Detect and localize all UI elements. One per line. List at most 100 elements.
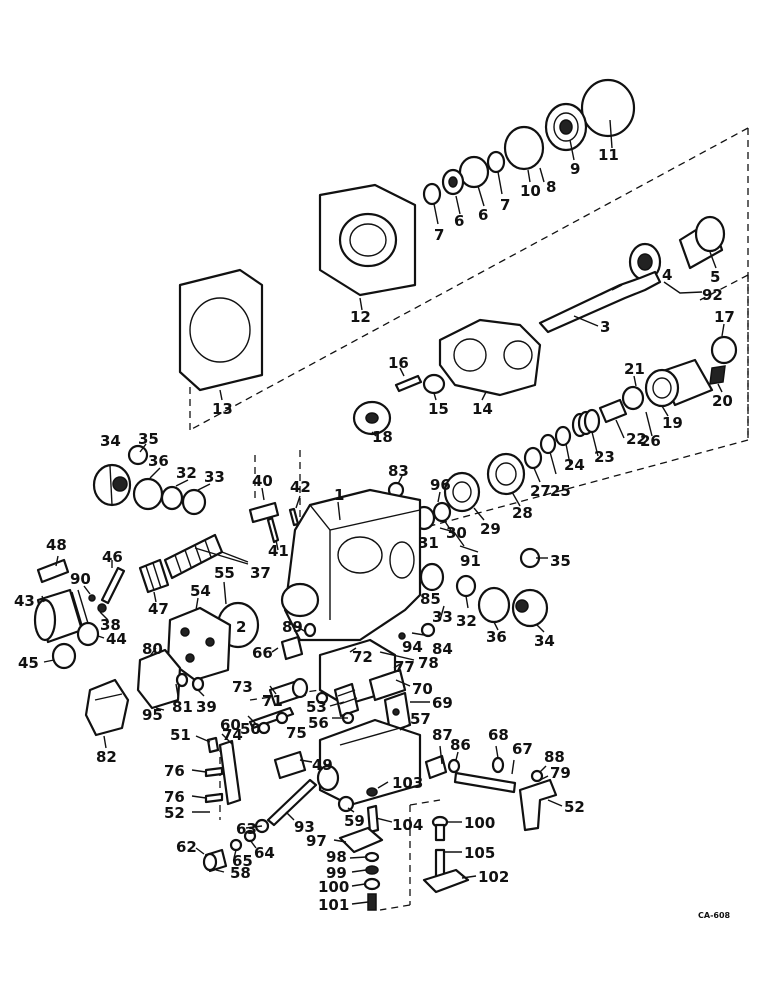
ball-90 — [88, 594, 96, 602]
callout-88: 88 — [544, 748, 565, 766]
callout-12: 12 — [350, 308, 371, 326]
ring-35-left — [127, 444, 149, 466]
callout-32-left: 32 — [176, 464, 197, 482]
valve-housing-57 — [316, 718, 422, 807]
spring-23 — [571, 408, 601, 438]
washer-15 — [422, 373, 446, 395]
bearing-9 — [544, 102, 588, 152]
callout-2: 2 — [236, 618, 246, 636]
seal-87 — [424, 754, 448, 780]
main-housing-1 — [280, 488, 422, 642]
screw-101 — [367, 893, 377, 911]
callout-65: 65 — [232, 852, 253, 870]
ring-27 — [523, 446, 543, 470]
callout-78: 78 — [418, 654, 439, 672]
callout-6a: 6 — [478, 206, 488, 224]
ring-21 — [621, 385, 645, 411]
callout-72: 72 — [352, 648, 373, 666]
callout-54: 54 — [190, 582, 211, 600]
callout-28: 28 — [512, 504, 533, 522]
bearing-32-right — [455, 574, 477, 598]
nut-65 — [229, 838, 243, 852]
cover-34-left — [92, 463, 132, 507]
callout-58: 58 — [230, 864, 251, 882]
bracket-40 — [248, 501, 280, 524]
callout-69: 69 — [432, 694, 453, 712]
callout-83: 83 — [388, 462, 409, 480]
block-66 — [280, 635, 304, 661]
ring-45 — [51, 642, 77, 670]
callout-45: 45 — [18, 654, 39, 672]
callout-34-left: 34 — [100, 432, 121, 450]
bracket-102 — [422, 868, 470, 894]
callout-94: 94 — [402, 638, 423, 656]
callout-labels: 11 9 8 10 7 6 6 7 5 4 92 3 12 13 14 15 1… — [14, 146, 735, 920]
callout-97: 97 — [306, 832, 327, 850]
valve-body-54 — [166, 606, 232, 682]
callout-26: 26 — [640, 432, 661, 450]
callout-57: 57 — [410, 710, 431, 728]
hub-19 — [644, 358, 714, 408]
ball-38 — [97, 603, 107, 613]
callout-46: 46 — [102, 548, 123, 566]
spacer-22 — [598, 398, 628, 424]
callout-50: 50 — [240, 720, 261, 738]
block-49 — [273, 750, 307, 780]
pin-41 — [266, 516, 280, 544]
callout-56: 56 — [308, 714, 329, 732]
pin-76a — [204, 766, 224, 778]
ring-59 — [337, 795, 355, 813]
callout-76a: 76 — [164, 762, 185, 780]
callout-47: 47 — [148, 600, 169, 618]
callout-35-right: 35 — [550, 552, 571, 570]
ring-7a — [486, 150, 506, 174]
callout-100b: 100 — [318, 878, 349, 896]
callout-43: 43 — [14, 592, 35, 610]
nut-99 — [365, 865, 379, 875]
cover-34-right — [511, 588, 549, 628]
plate-80 — [136, 648, 182, 710]
shaft-3 — [538, 270, 662, 334]
pin-16 — [394, 374, 423, 393]
callout-59: 59 — [344, 812, 365, 830]
callout-49: 49 — [312, 756, 333, 774]
spring-53 — [333, 682, 360, 718]
small-parts-50-71 — [257, 691, 329, 735]
carrier-14 — [438, 318, 542, 397]
callout-31: 31 — [418, 534, 439, 552]
callout-10: 10 — [520, 182, 541, 200]
callout-70: 70 — [412, 680, 433, 698]
callout-16: 16 — [388, 354, 409, 372]
ring-11 — [580, 78, 636, 138]
callout-29: 29 — [480, 520, 501, 538]
rod-93 — [266, 778, 318, 827]
callout-93: 93 — [294, 818, 315, 836]
bearing-28 — [486, 452, 526, 496]
callout-52-right: 52 — [564, 798, 585, 816]
callout-85: 85 — [420, 590, 441, 608]
callout-103: 103 — [392, 774, 423, 792]
callout-22: 22 — [626, 430, 647, 448]
ring-39 — [191, 676, 205, 692]
callout-20: 20 — [712, 392, 733, 410]
callout-35-left: 35 — [138, 430, 159, 448]
callout-19: 19 — [662, 414, 683, 432]
callout-71: 71 — [262, 692, 283, 710]
callout-9: 9 — [570, 160, 580, 178]
callout-51: 51 — [170, 726, 191, 744]
callout-63: 63 — [236, 820, 257, 838]
ring-10 — [503, 125, 545, 171]
housing-plate-12 — [318, 183, 417, 297]
plug-103 — [366, 787, 378, 797]
gasket-13 — [178, 268, 264, 392]
ring-86 — [447, 758, 461, 774]
callout-102: 102 — [478, 868, 509, 886]
gear-17 — [710, 335, 738, 365]
ring-89 — [303, 622, 317, 638]
ring-68 — [491, 756, 505, 774]
ring-7b — [422, 182, 442, 206]
callout-15: 15 — [428, 400, 449, 418]
callout-33-left: 33 — [204, 468, 225, 486]
pin-104 — [366, 804, 380, 834]
callout-36-left: 36 — [148, 452, 169, 470]
